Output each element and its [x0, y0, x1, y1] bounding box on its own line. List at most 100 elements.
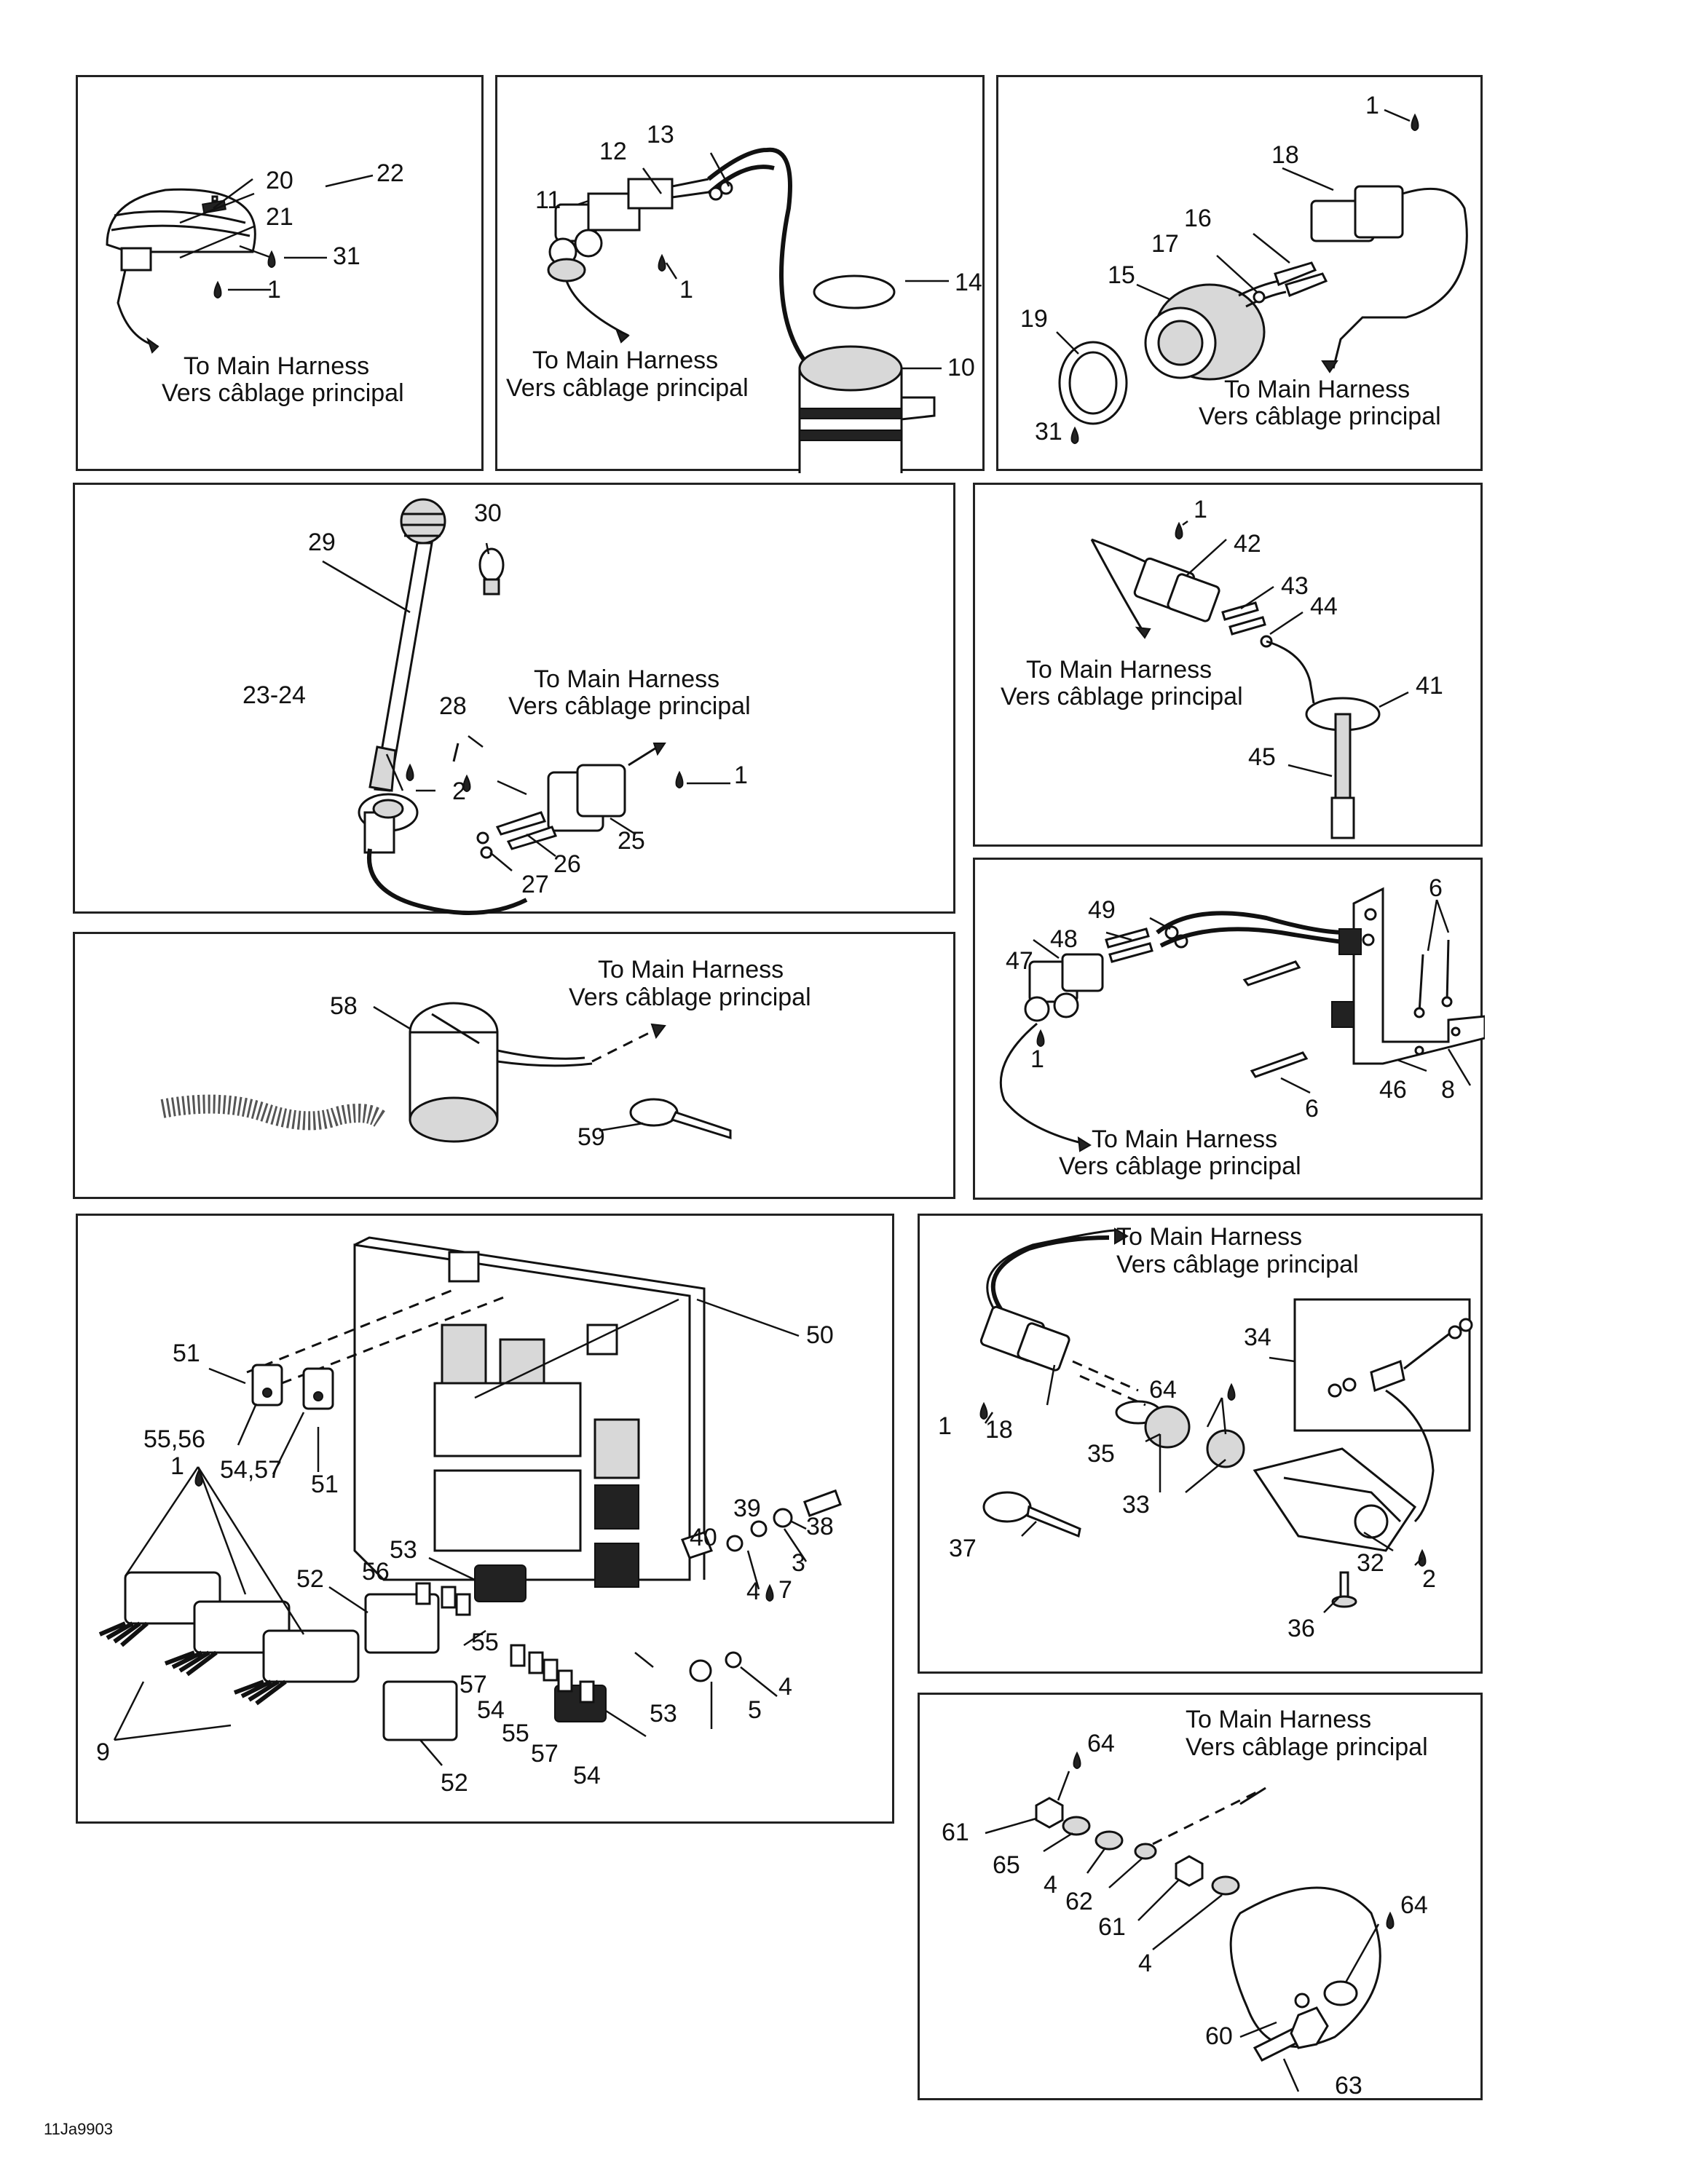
oil-drop-icon — [658, 253, 666, 272]
label-4-upper: 4 — [1044, 1871, 1057, 1899]
harness-text-en: To Main Harness — [598, 956, 784, 984]
light-pole-29 — [368, 498, 446, 792]
arrow-head-icon — [146, 337, 159, 354]
terminal-13 — [709, 186, 723, 201]
label-20: 20 — [266, 167, 293, 194]
bulb-30 — [478, 547, 505, 596]
panel-pump: 13 12 11 1 14 10 To Main Harness Vers câ… — [495, 75, 985, 473]
label-57-lower: 57 — [531, 1740, 559, 1768]
oil-drop-icon — [979, 1401, 988, 1420]
sender-41 — [1305, 697, 1381, 839]
harness-text-fr: Vers câblage principal — [508, 692, 751, 720]
harness-text-en: To Main Harness — [534, 665, 719, 693]
label-16: 16 — [1184, 205, 1212, 232]
label-47: 47 — [1006, 947, 1033, 975]
label-2: 2 — [1422, 1565, 1436, 1593]
throttle-body-32 — [1253, 1389, 1435, 1552]
label-34: 34 — [1244, 1324, 1271, 1351]
label-18: 18 — [1271, 141, 1299, 169]
label-61-lower: 61 — [1098, 1913, 1126, 1941]
label-19: 19 — [1020, 305, 1048, 333]
label-53-top: 53 — [390, 1536, 417, 1564]
sensor-15 — [1144, 280, 1287, 381]
harness-text-en: To Main Harness — [1026, 656, 1212, 684]
label-1: 1 — [267, 276, 281, 304]
arrow-head-icon — [1321, 360, 1338, 373]
hardware-3-7-38-40 — [681, 1489, 842, 1682]
label-45: 45 — [1248, 743, 1276, 771]
o-ring-14 — [813, 274, 896, 309]
panel-bracket: 49 48 47 6 6 46 8 1 To Main Harness Vers… — [973, 858, 1485, 1200]
label-60: 60 — [1205, 2022, 1233, 2050]
reference-code: 11Ja9903 — [44, 2120, 114, 2138]
inset-box-34 — [1293, 1298, 1471, 1432]
label-57-upper: 57 — [460, 1671, 487, 1698]
nut-19 — [1058, 341, 1128, 425]
connector-11 — [547, 192, 641, 282]
arrow-head-icon — [652, 743, 666, 756]
panel-sensor-plate-drawing: 64 61 65 4 62 61 4 64 60 63 To Main Harn… — [942, 1706, 1428, 2100]
nuts-washers-61-62-65 — [1035, 1797, 1240, 1896]
label-56: 56 — [362, 1558, 390, 1586]
label-37: 37 — [949, 1535, 977, 1562]
label-36: 36 — [1287, 1615, 1315, 1642]
inset-parts-34 — [1328, 1318, 1473, 1398]
module-50 — [353, 1236, 706, 1588]
sensor-35 — [1115, 1400, 1191, 1449]
label-59: 59 — [577, 1123, 605, 1151]
label-17: 17 — [1151, 230, 1179, 258]
oil-drop-icon — [1070, 426, 1079, 444]
label-21: 21 — [266, 203, 293, 231]
oil-drop-icon — [1411, 113, 1419, 131]
panel-pump-drawing: 13 12 11 1 14 10 To Main Harness Vers câ… — [506, 121, 982, 473]
panel-switch-drawing: 20 21 22 1 31 To Main Harness Vers câbla… — [106, 159, 404, 407]
oil-drop-icon — [675, 770, 684, 788]
oil-drop-icon — [267, 250, 276, 268]
label-33: 33 — [1122, 1491, 1150, 1519]
oil-drop-icon — [194, 1468, 203, 1487]
connector-42 — [1133, 557, 1220, 622]
label-10: 10 — [947, 354, 975, 381]
label-15: 15 — [1108, 261, 1135, 289]
label-44: 44 — [1310, 593, 1338, 620]
oil-drop-icon — [765, 1583, 774, 1602]
cable-tie-59 — [629, 1098, 732, 1140]
label-6-bottom: 6 — [1305, 1095, 1319, 1123]
connector-18 — [979, 1305, 1070, 1372]
label-2: 2 — [452, 778, 466, 805]
bracket-8 — [1331, 887, 1485, 1065]
label-7: 7 — [778, 1576, 792, 1604]
panel-fuel-sender-drawing: 1 42 43 44 41 45 To Main Harness — [1001, 496, 1443, 839]
arrow-head-icon — [615, 329, 630, 344]
panel-sensor-drawing: 1 18 16 17 15 — [1020, 92, 1468, 446]
label-1: 1 — [1030, 1045, 1044, 1073]
label-43: 43 — [1281, 572, 1309, 600]
label-42: 42 — [1234, 530, 1261, 558]
panel-sensor: 1 18 16 17 15 — [996, 75, 1483, 471]
panel-fuse-box: 50 51 55,56 54,57 51 1 39 40 38 3 4 7 52… — [76, 1214, 894, 1824]
label-25: 25 — [618, 827, 645, 855]
label-29: 29 — [308, 529, 336, 556]
label-51-bottom: 51 — [311, 1471, 339, 1498]
label-5: 5 — [748, 1696, 762, 1724]
harness-text-en: To Main Harness — [1116, 1223, 1302, 1251]
label-54-upper: 54 — [477, 1696, 505, 1724]
harness-text-fr: Vers câblage principal — [506, 374, 749, 402]
label-31: 31 — [333, 242, 360, 270]
label-23-24: 23-24 — [242, 681, 306, 709]
pump-10 — [798, 345, 936, 473]
label-30: 30 — [474, 499, 502, 527]
connector-25 — [547, 764, 626, 832]
panel-fuel-sender: 1 42 43 44 41 45 To Main Harness — [973, 483, 1483, 847]
label-63: 63 — [1335, 2072, 1362, 2100]
oil-drop-icon — [1227, 1382, 1236, 1401]
label-38: 38 — [806, 1513, 834, 1540]
label-35: 35 — [1087, 1440, 1115, 1468]
label-4-lower: 4 — [1138, 1950, 1152, 1977]
oil-drop-icon — [1175, 521, 1183, 539]
relay-52 — [364, 1593, 458, 1741]
relay-51 — [251, 1364, 334, 1410]
base-23-24 — [358, 793, 419, 854]
oil-drop-icon — [1036, 1029, 1045, 1047]
label-4-lower: 4 — [778, 1673, 792, 1701]
